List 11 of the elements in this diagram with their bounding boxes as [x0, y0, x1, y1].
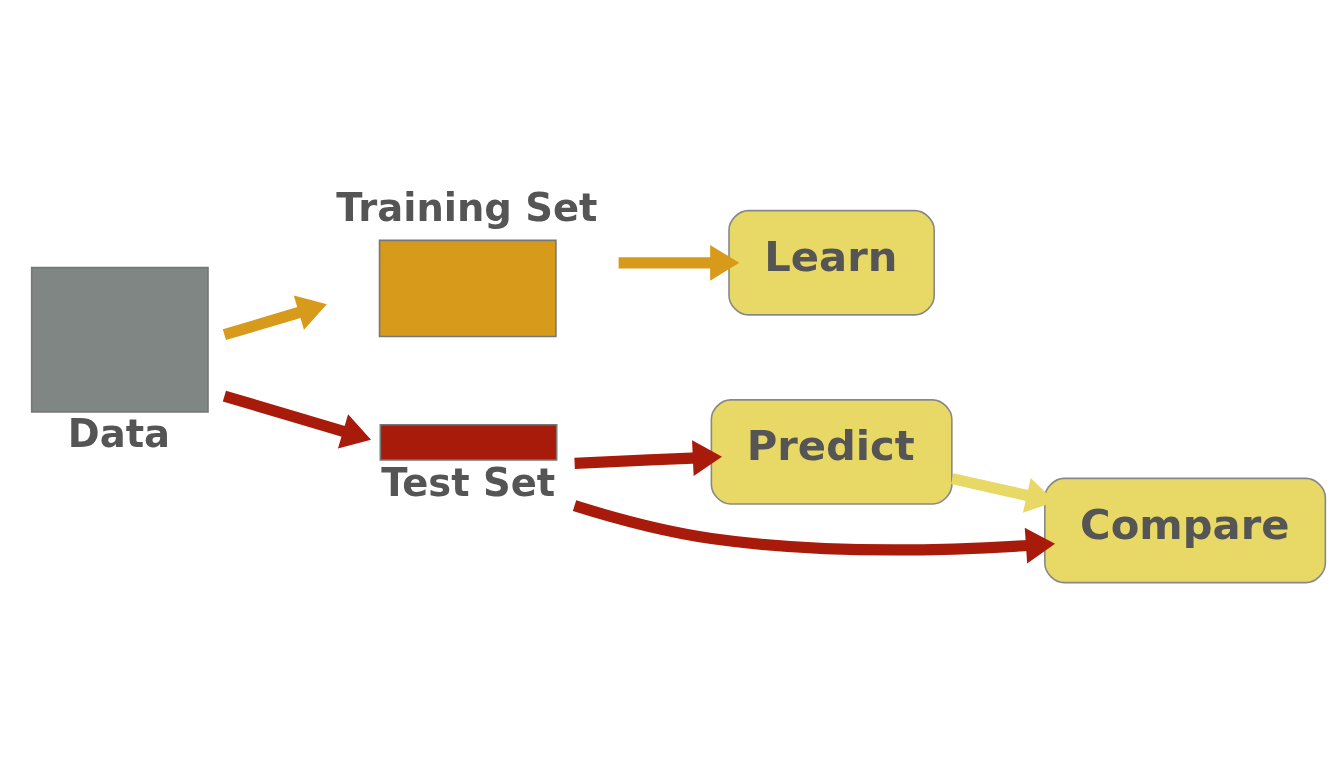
arrow [574, 439, 722, 476]
node-label: Test Set [381, 459, 556, 505]
node-box: Compare [1044, 477, 1327, 583]
node-box: Predict [710, 398, 953, 505]
arrow [222, 390, 371, 448]
arrow [222, 294, 327, 340]
node-box: Learn [728, 209, 935, 316]
node-label: Training Set [336, 184, 598, 230]
arrow [572, 499, 1056, 563]
arrow [618, 244, 740, 281]
node-label: Data [67, 410, 170, 456]
